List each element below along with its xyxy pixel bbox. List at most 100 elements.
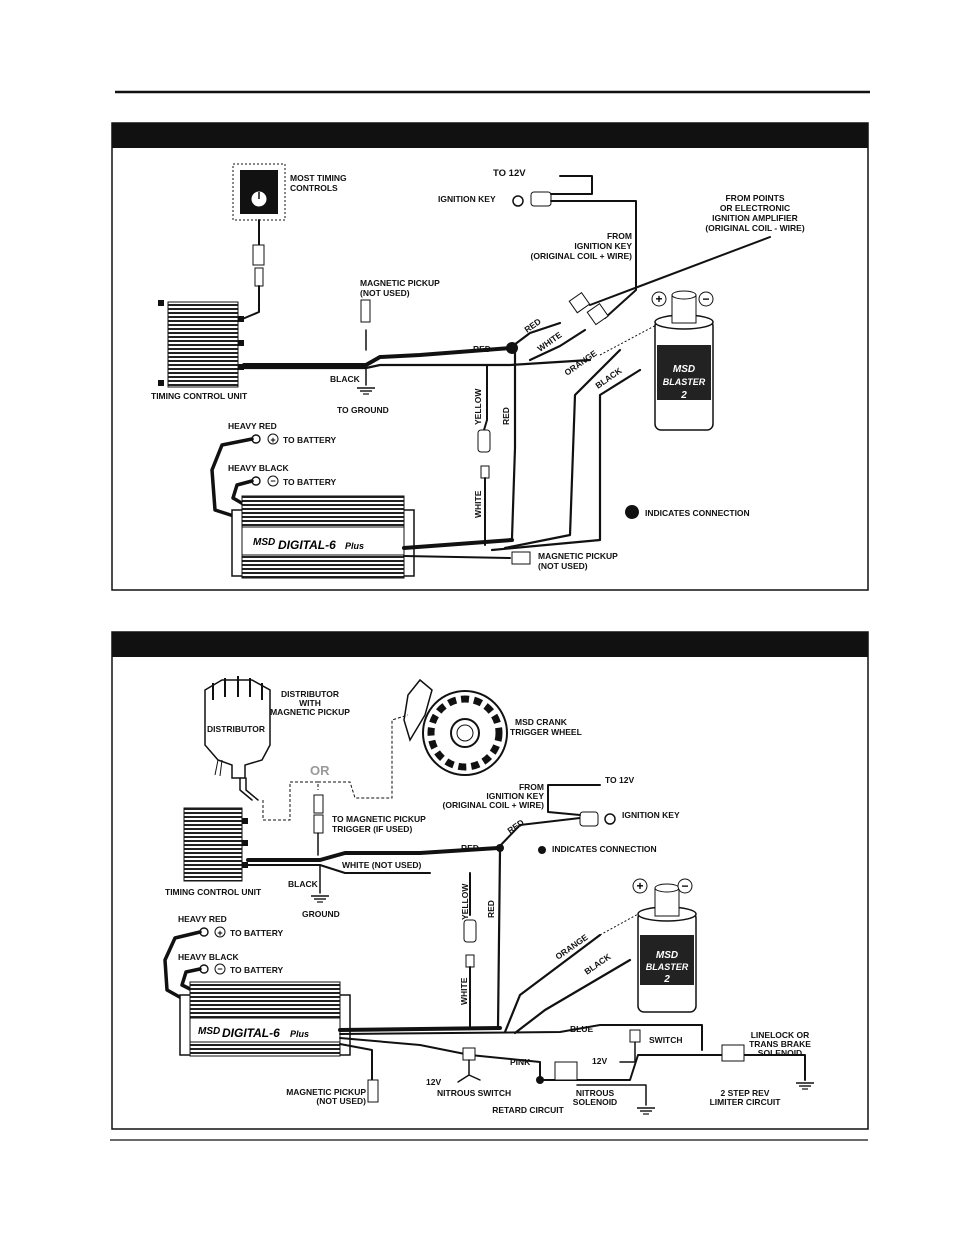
devices-box-brand: MSD xyxy=(253,537,275,548)
diagram2-labels-nitrous-solenoid-1: SOLENOID xyxy=(573,1097,617,1107)
devices-box-model-suffix: Plus xyxy=(290,1029,309,1039)
digital-6-box-1: MSD DIGITAL-6 Plus xyxy=(231,495,415,579)
minus-icon xyxy=(267,475,279,487)
diagram2-labels-distributor: DISTRIBUTOR xyxy=(207,724,265,734)
devices-minus: − xyxy=(681,879,688,893)
diagram2-labels-v12-b: 12V xyxy=(592,1056,607,1066)
diagram2-labels-distributor-with-0: DISTRIBUTOR xyxy=(281,689,339,699)
diagram2-labels-heavy-red: HEAVY RED xyxy=(178,914,227,924)
diagram1-labels-to-battery-neg: TO BATTERY xyxy=(283,477,337,487)
diagram2-labels-to-12v: TO 12V xyxy=(605,775,634,785)
connection-dot xyxy=(496,844,504,852)
diagram2-labels-ignition-key: IGNITION KEY xyxy=(622,810,680,820)
ignition-key-icon xyxy=(604,813,616,825)
linelock-solenoid-icon xyxy=(721,1044,745,1062)
diagram1-labels-from-points-0: FROM POINTS xyxy=(725,193,784,203)
diagram2-labels-white-not-used: WHITE (NOT USED) xyxy=(342,860,421,870)
coil-plus-connector xyxy=(586,302,609,326)
devices-minus: − xyxy=(270,476,275,486)
minus-terminal-icon xyxy=(698,291,714,307)
connection-legend-dot xyxy=(538,846,546,854)
diagram1-labels-yellow: YELLOW xyxy=(473,388,483,425)
diagram2-labels-two-step-1: LIMITER CIRCUIT xyxy=(710,1097,782,1107)
devices-box-brand: MSD xyxy=(198,1026,220,1037)
connector-icon xyxy=(254,267,264,287)
diagram1-labels-to-12v: TO 12V xyxy=(493,168,526,179)
mag-pickup-connector xyxy=(367,1079,379,1103)
diagram1-labels-timing-control-unit: TIMING CONTROL UNIT xyxy=(151,391,248,401)
diagram2-labels-nitrous-switch: NITROUS SWITCH xyxy=(437,1088,511,1098)
diagram1-labels-white-vertical: WHITE xyxy=(473,490,483,518)
diagram2-labels-heavy-black: HEAVY BLACK xyxy=(178,952,239,962)
diagram2-labels-distributor-with-2: MAGNETIC PICKUP xyxy=(270,707,350,717)
mag-pickup-connector xyxy=(313,794,324,814)
timing-control-unit-1 xyxy=(167,301,239,388)
connector-icon xyxy=(252,244,265,266)
diagram1-labels-timing-controls-1: CONTROLS xyxy=(290,183,338,193)
devices-box-model: DIGITAL-6 xyxy=(222,1026,280,1040)
coil-2: MSD BLASTER 2 + − xyxy=(632,878,697,1013)
magnetic-pickup-connector xyxy=(360,299,371,323)
diagram2-labels-linelock-0: LINELOCK OR xyxy=(751,1030,810,1040)
diagram2-labels-red: RED xyxy=(461,843,479,853)
plus-terminal-icon xyxy=(651,291,667,307)
diagram2-labels-nitrous-solenoid-0: NITROUS xyxy=(576,1088,615,1098)
diagram1-labels-heavy-black: HEAVY BLACK xyxy=(228,463,289,473)
diagram2-labels-two-step-0: 2 STEP REV xyxy=(721,1088,770,1098)
diagram2-labels-pink: PINK xyxy=(510,1057,531,1067)
devices-coil-model: BLASTER xyxy=(646,962,689,972)
plus-terminal-icon xyxy=(632,878,648,894)
devices-coil-num: 2 xyxy=(680,390,687,401)
diagram2-labels-indicates-connection: INDICATES CONNECTION xyxy=(552,844,657,854)
diagram2-labels-ground: GROUND xyxy=(302,909,340,919)
crank-trigger-wheel-icon xyxy=(403,678,508,776)
devices-coil-num: 2 xyxy=(663,974,670,985)
diagram1-labels-magnetic-pickup-bottom-1: (NOT USED) xyxy=(538,561,588,571)
ignition-key-icon xyxy=(512,195,524,207)
coil-1: MSD BLASTER 2 + − xyxy=(651,290,714,431)
diagram2-labels-to-magnetic-pickup-0: TO MAGNETIC PICKUP xyxy=(332,814,426,824)
timing-control-unit-2 xyxy=(183,807,243,882)
diagram2-labels-switch: SWITCH xyxy=(649,1035,683,1045)
diagram2-labels-to-magnetic-pickup-1: TRIGGER (IF USED) xyxy=(332,824,412,834)
minus-terminal-icon xyxy=(677,878,693,894)
diagram2-labels-timing-control-unit: TIMING CONTROL UNIT xyxy=(165,887,262,897)
diagram1-labels-from-points-1: OR ELECTRONIC xyxy=(720,203,790,213)
digital-6-box-2: MSD DIGITAL-6 Plus xyxy=(179,981,351,1057)
yellow-connector xyxy=(477,429,491,453)
diagram2-labels-black: BLACK xyxy=(288,879,319,889)
diagram2-labels-from-ignition-key-2: (ORIGINAL COIL + WIRE) xyxy=(443,800,545,810)
nitrous-switch-icon xyxy=(462,1047,476,1061)
diagram2-labels-to-battery-pos: TO BATTERY xyxy=(230,928,284,938)
diagram1-labels-from-points-3: (ORIGINAL COIL - WIRE) xyxy=(705,223,804,233)
devices-coil-brand: MSD xyxy=(673,364,695,375)
devices-coil-model: BLASTER xyxy=(663,377,706,387)
minus-icon xyxy=(214,963,226,975)
devices-plus: + xyxy=(636,879,643,893)
diagram2-labels-retard-circuit: RETARD CIRCUIT xyxy=(492,1105,564,1115)
diagram1-labels-from-ignition-key-1: IGNITION KEY xyxy=(574,241,632,251)
diagram-1: MSD BLASTER 2 + − + − MSD DIGITAL-6 xyxy=(111,122,869,591)
diagram1-labels-to-battery-pos: TO BATTERY xyxy=(283,435,337,445)
diagram-1-title-bar xyxy=(112,123,868,148)
diagram2-labels-red-vertical: RED xyxy=(486,900,496,918)
diagram1-labels-from-ignition-key-0: FROM xyxy=(607,231,632,241)
connection-dot xyxy=(536,1076,544,1084)
diagram1-labels-heavy-red: HEAVY RED xyxy=(228,421,277,431)
diagram-2-title-bar xyxy=(112,632,868,657)
devices-minus: − xyxy=(217,964,222,974)
diagram2-labels-linelock-1: TRANS BRAKE xyxy=(749,1039,811,1049)
diagram2-labels-distributor-with-1: WITH xyxy=(299,698,321,708)
diagram2-labels-magnetic-pickup-0: MAGNETIC PICKUP xyxy=(286,1087,366,1097)
connection-legend-dot xyxy=(625,505,639,519)
diagram2-labels-red-diag: RED xyxy=(505,817,525,835)
diagram2-labels-from-ignition-key-0: FROM xyxy=(519,782,544,792)
nitrous-solenoid-icon xyxy=(554,1061,578,1081)
diagram1-labels-from-ignition-key-2: (ORIGINAL COIL + WIRE) xyxy=(531,251,633,261)
devices-plus: + xyxy=(655,292,662,306)
diagram2-labels-yellow: YELLOW xyxy=(460,883,470,920)
diagram2-labels-from-ignition-key-1: IGNITION KEY xyxy=(486,791,544,801)
diagram1-labels-red-vertical: RED xyxy=(501,407,511,425)
plus-icon xyxy=(267,433,279,445)
